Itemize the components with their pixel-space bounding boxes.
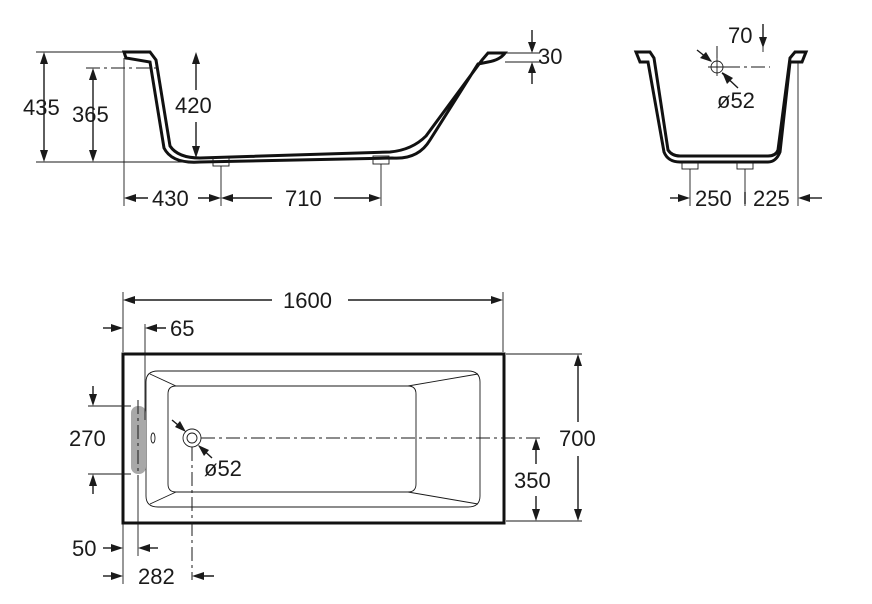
arrowhead	[528, 62, 536, 73]
dim-label-drain-diameter: ø52	[204, 456, 242, 481]
plan-view-inner-basin	[145, 370, 481, 508]
dim-label-1600: 1600	[283, 288, 332, 313]
plan-view-slope-line	[149, 491, 177, 505]
arrowhead	[574, 354, 582, 366]
plan-view-overflow-hole	[150, 432, 156, 444]
arrowhead	[678, 194, 690, 202]
arrowhead	[221, 194, 233, 202]
arrowhead	[175, 421, 186, 432]
dim-label-50: 50	[72, 536, 96, 561]
arrowhead	[209, 194, 221, 202]
arrowhead	[40, 150, 48, 162]
arrowhead	[192, 146, 200, 158]
plan-view-slope-line	[149, 373, 177, 387]
arrowhead	[123, 296, 135, 304]
arrowhead	[89, 68, 97, 80]
dim-label-420: 420	[175, 93, 212, 118]
arrowhead	[145, 324, 157, 332]
arrowhead	[491, 296, 503, 304]
dim-label-70: 70	[728, 23, 752, 48]
arrowhead	[89, 474, 97, 486]
arrowhead	[198, 445, 209, 456]
dim-label-282: 282	[138, 564, 175, 589]
dim-label-30: 30	[538, 44, 562, 69]
arrowhead	[192, 572, 204, 580]
arrowhead	[111, 544, 123, 552]
arrowhead	[369, 194, 381, 202]
arrowhead	[532, 438, 540, 450]
arrowhead	[532, 509, 540, 521]
arrowhead	[759, 37, 767, 48]
dim-label-270: 270	[69, 426, 106, 451]
dim-label-435: 435	[23, 95, 60, 120]
dim-label-430: 430	[152, 186, 189, 211]
dim-label-250: 250	[695, 186, 732, 211]
dim-label-350: 350	[514, 468, 551, 493]
arrowhead	[700, 52, 712, 62]
arrowhead	[89, 150, 97, 162]
dim-label-700: 700	[559, 426, 596, 451]
dim-label-225: 225	[753, 186, 790, 211]
arrowhead	[574, 509, 582, 521]
arrowhead	[89, 394, 97, 406]
arrowhead	[138, 544, 150, 552]
end-view-tub-outline	[633, 50, 809, 164]
side-view: 435 365 420 30 430 710	[23, 30, 562, 211]
arrowhead	[111, 324, 123, 332]
arrowhead	[111, 572, 123, 580]
arrowhead	[192, 52, 200, 64]
arrowhead	[528, 42, 536, 53]
arrowhead	[798, 194, 810, 202]
dim-label-710: 710	[285, 186, 322, 211]
plan-view-slope-line	[407, 491, 479, 505]
end-view: ø52 70 250 225	[633, 23, 822, 211]
arrowhead	[722, 72, 733, 84]
plan-view-handle	[131, 406, 146, 474]
arrowhead	[124, 194, 136, 202]
dim-label-drain-diameter: ø52	[717, 88, 755, 113]
arrowhead	[40, 52, 48, 64]
dim-label-365: 365	[72, 102, 109, 127]
dim-label-65: 65	[170, 316, 194, 341]
plan-view-drain-inner	[186, 432, 198, 444]
plan-view: ø52 1600 65 270 700	[69, 288, 596, 589]
plan-view-slope-line	[407, 373, 479, 387]
